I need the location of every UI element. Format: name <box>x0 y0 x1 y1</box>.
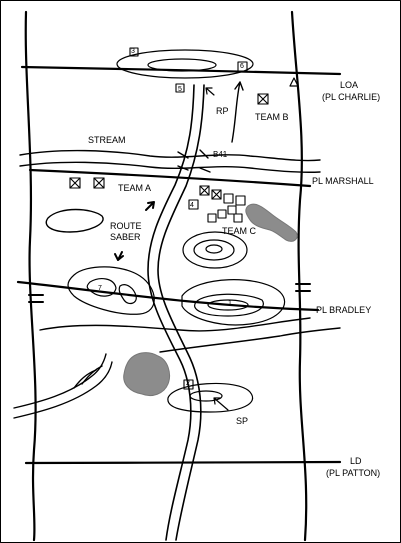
pl-charlie-label: (PL CHARLIE) <box>322 92 381 102</box>
boundary-mark-left <box>28 294 44 303</box>
right-boundary <box>290 10 308 542</box>
wavy-line-2 <box>159 327 341 353</box>
hill-four <box>181 279 286 326</box>
woods-south <box>123 352 171 397</box>
hill-number: 5 <box>178 86 182 93</box>
team-b-symbol <box>257 93 269 105</box>
loa-line <box>20 65 342 76</box>
wavy-line-1 <box>39 317 311 332</box>
sp-label: SP <box>236 416 249 426</box>
pl-patton-label: (PL PATTON) <box>326 468 381 478</box>
hill-seven <box>67 266 155 315</box>
hill-number: 4 <box>190 202 194 209</box>
stream-label: STREAM <box>88 135 126 145</box>
route-arrow-up <box>145 201 155 211</box>
hill-number: 3 <box>131 48 135 55</box>
pl-bradley-line <box>16 280 320 312</box>
boundary-mark-right <box>295 283 311 292</box>
hill-team-c <box>182 231 248 269</box>
rp-label: RP <box>216 106 229 116</box>
team-b-axis-arrow <box>231 81 244 143</box>
route-markers <box>129 47 248 390</box>
hill-number: 2 <box>186 380 190 387</box>
pl-marshall-line <box>28 168 312 188</box>
ld-line <box>24 460 342 465</box>
bridge-b41 <box>177 149 211 173</box>
left-boundary <box>24 10 37 542</box>
road-spur-a <box>81 365 103 385</box>
rp-pointer <box>205 87 215 96</box>
team-a-symbols <box>69 177 105 189</box>
pl-marshall-label: PL MARSHALL <box>312 176 374 186</box>
team-c-symbols <box>188 185 246 223</box>
team-b-label: TEAM B <box>255 112 289 122</box>
triangle-marker <box>289 77 299 87</box>
ld-label: LD <box>350 456 362 466</box>
route-saber-west <box>147 84 195 541</box>
route-name-label: SABER <box>110 232 141 242</box>
route-saber-east <box>157 84 205 541</box>
route-arrow-down <box>114 251 124 261</box>
bridge-label: B41 <box>213 150 228 159</box>
loa-label: LOA <box>340 80 359 90</box>
road-spur-b <box>73 369 97 389</box>
pl-bradley-label: PL BRADLEY <box>316 305 372 315</box>
hill-number: 1 <box>228 300 232 307</box>
hill-north <box>116 49 254 79</box>
team-a-label: TEAM A <box>118 183 152 193</box>
hill-number: 7 <box>98 285 102 292</box>
stream-north-bank <box>19 149 321 162</box>
woods-team-c <box>245 203 298 242</box>
hill-south <box>167 382 254 413</box>
hill-number: 6 <box>240 63 244 70</box>
hill-west-small <box>45 208 104 233</box>
road-southwest-b <box>13 361 113 419</box>
route-label: ROUTE <box>110 221 142 231</box>
road-southwest-a <box>13 353 107 409</box>
stream-south-bank <box>19 161 321 173</box>
team-c-label: TEAM C <box>222 226 257 236</box>
